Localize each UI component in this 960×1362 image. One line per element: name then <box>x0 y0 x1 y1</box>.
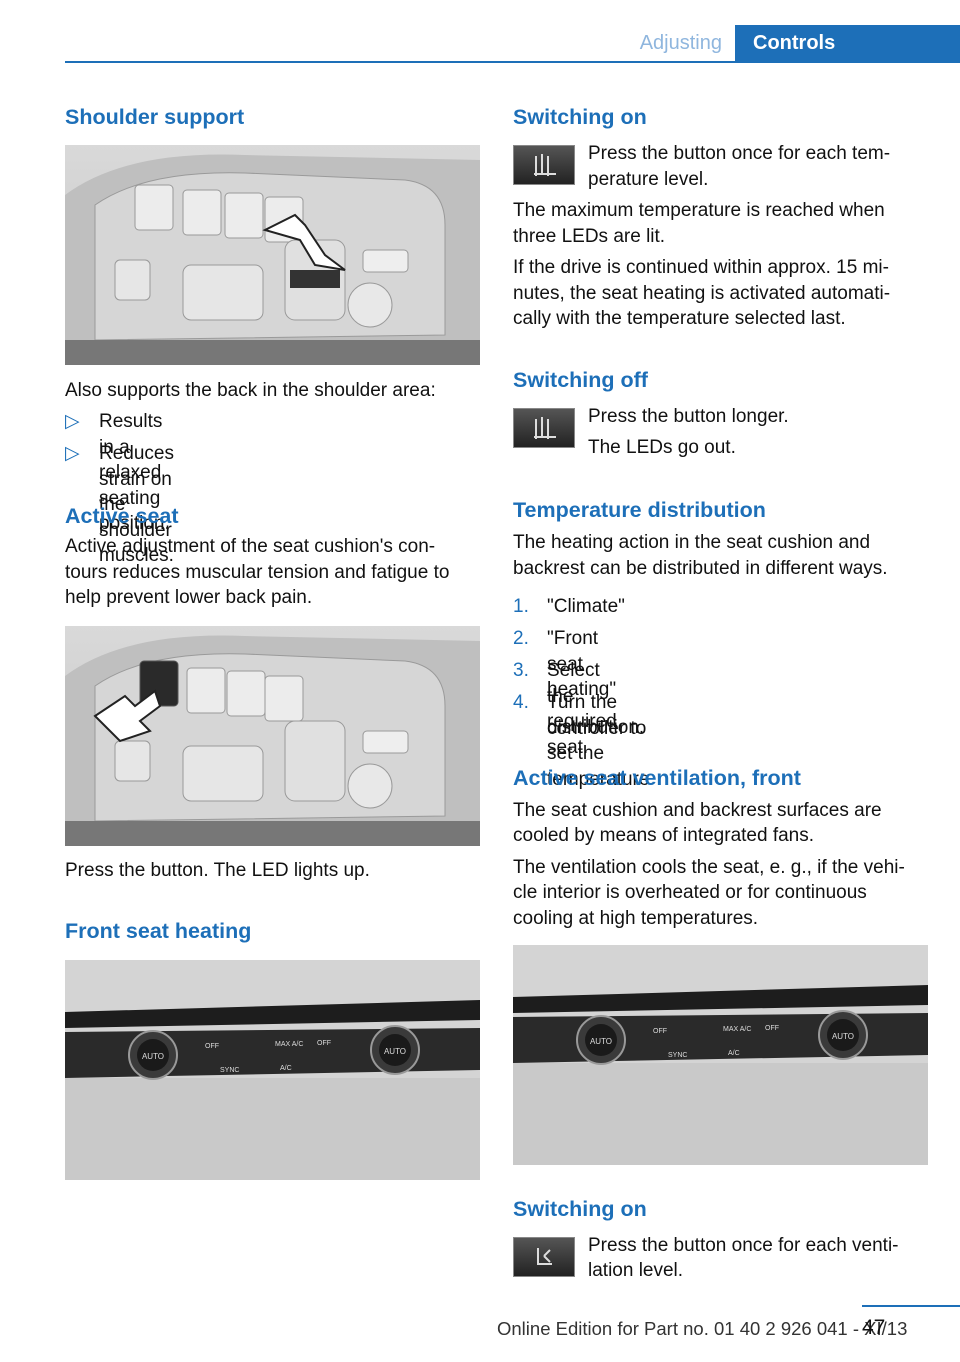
shoulder-support-text: Also supports the back in the shoulder a… <box>65 380 436 401</box>
auto-label-left: AUTO <box>142 1052 164 1061</box>
seat-ventilation-button-icon <box>513 1237 575 1277</box>
active-seat-text-line: Active adjustment of the seat cushion's … <box>65 536 436 557</box>
seat-heating-button-icon <box>513 145 575 185</box>
climate-panel-illustration: AUTO AUTO OFF MAX A/C OFF SYNC A/C <box>513 945 928 1165</box>
header-rule <box>65 61 960 63</box>
off-label-left: OFF <box>205 1043 219 1050</box>
drive-text-line: nutes, the seat heating is activated aut… <box>513 283 891 304</box>
header-chapter: Controls <box>735 25 960 61</box>
footer-edition: Online Edition for Part no. 01 40 2 926 … <box>497 1318 908 1339</box>
off-label-left: OFF <box>653 1028 667 1035</box>
auto-label-right: AUTO <box>832 1032 854 1041</box>
max-temp-text-line: The maximum temperature is reached when <box>513 200 885 221</box>
active-seat-title: Active seat <box>65 504 179 528</box>
max-temp-text-line: three LEDs are lit. <box>513 226 666 247</box>
drive-text-line: If the drive is continued within approx.… <box>513 257 889 278</box>
active-seat-press-text: Press the button. The LED lights up. <box>65 860 370 881</box>
page-number: 47 <box>862 1316 886 1339</box>
shoulder-support-figure <box>65 145 480 365</box>
ventilation-text-line: The seat cushion and backrest surfaces a… <box>513 800 882 821</box>
sync-label: SYNC <box>668 1052 687 1059</box>
vent-switching-on-title: Switching on <box>513 1197 647 1221</box>
active-seat-figure <box>65 626 480 846</box>
ventilation-text-line: The ventilation cools the seat, e. g., i… <box>513 857 905 878</box>
seat-heating-button-icon <box>513 408 575 448</box>
leds-out-text: The LEDs go out. <box>588 437 736 458</box>
distribution-text-line: backrest can be distributed in different… <box>513 558 888 579</box>
maxac-label: MAX A/C <box>723 1026 751 1033</box>
seat-ventilation-title: Active seat ventilation, front <box>513 766 801 790</box>
climate-panel-illustration: AUTO AUTO OFF MAX A/C OFF SYNC A/C <box>65 960 480 1180</box>
step4-continuation: distribution. <box>547 717 645 738</box>
auto-label-right: AUTO <box>384 1047 406 1056</box>
sync-label: SYNC <box>220 1067 239 1074</box>
header-section: Adjusting <box>639 32 722 54</box>
drive-text-line: cally with the temperature selected last… <box>513 308 846 329</box>
front-seat-heating-title: Front seat heating <box>65 919 252 943</box>
climate-panel-figure-2: AUTO AUTO OFF MAX A/C OFF SYNC A/C <box>513 945 928 1165</box>
off-label-right: OFF <box>765 1025 779 1032</box>
switching-on-text-line: perature level. <box>588 169 709 190</box>
off-label-right: OFF <box>317 1040 331 1047</box>
active-seat-text-line: help prevent lower back pain. <box>65 587 313 608</box>
ac-label: A/C <box>728 1050 740 1057</box>
ventilation-text-line: cooling at high temperatures. <box>513 908 759 929</box>
vent-switching-on-text-line: Press the button once for each venti- <box>588 1235 899 1256</box>
page-number-rule <box>862 1305 960 1307</box>
vent-switching-on-text-line: lation level. <box>588 1260 684 1281</box>
seat-controls-illustration <box>65 154 480 365</box>
switching-off-text: Press the button longer. <box>588 406 789 427</box>
bullet-marker: ▷ <box>65 411 80 432</box>
bullet-marker: ▷ <box>65 443 80 464</box>
active-seat-text-line: tours reduces muscular tension and fatig… <box>65 562 450 583</box>
ventilation-text-line: cooled by means of integrated fans. <box>513 825 815 846</box>
maxac-label: MAX A/C <box>275 1041 303 1048</box>
climate-panel-figure: AUTO AUTO OFF MAX A/C OFF SYNC A/C <box>65 960 480 1180</box>
temperature-distribution-title: Temperature distribution <box>513 498 766 522</box>
switching-on-title: Switching on <box>513 105 647 129</box>
ac-label: A/C <box>280 1065 292 1072</box>
seat-controls-illustration <box>65 635 480 846</box>
ventilation-text-line: cle interior is overheated or for contin… <box>513 882 867 903</box>
shoulder-support-title: Shoulder support <box>65 105 245 129</box>
switching-on-text-line: Press the button once for each tem- <box>588 143 891 164</box>
auto-label-left: AUTO <box>590 1037 612 1046</box>
switching-off-title: Switching off <box>513 368 648 392</box>
distribution-text-line: The heating action in the seat cushion a… <box>513 532 871 553</box>
